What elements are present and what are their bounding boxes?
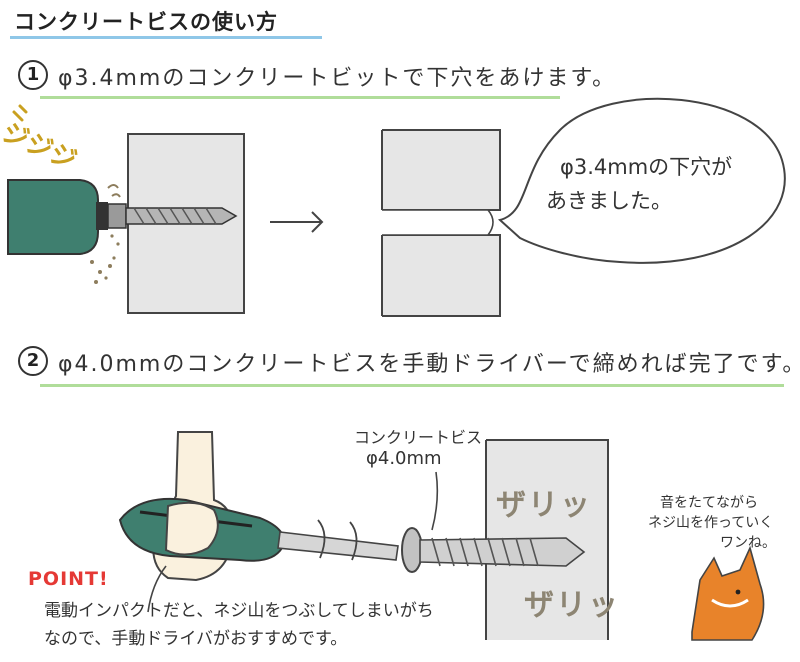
fox-nose xyxy=(735,589,741,595)
drill-bit-flutes xyxy=(133,207,217,225)
screw-label-leader xyxy=(431,471,439,531)
point-leader xyxy=(147,565,167,613)
fox-line-3: ワンね。 xyxy=(720,535,776,551)
screw-sound-1: ザリッ xyxy=(496,488,592,523)
title-underline xyxy=(10,36,322,39)
step-2-text: φ4.0mmのコンクリートビスを手動ドライバーで締めれば完了です。 xyxy=(58,352,800,377)
screw-shank xyxy=(419,537,586,567)
page-title: コンクリートビスの使い方 xyxy=(14,10,278,34)
right-arrow xyxy=(270,211,324,233)
rotation-marks xyxy=(317,519,358,561)
concrete-wall-screw xyxy=(486,439,609,640)
step-1-number: 1 xyxy=(18,60,48,90)
screw-head xyxy=(401,527,423,573)
screw-label-size: φ4.0mm xyxy=(366,448,442,469)
step-2-number: 2 xyxy=(18,346,48,376)
pilot-hole xyxy=(382,209,494,236)
drill-body xyxy=(7,179,99,255)
dust-flecks xyxy=(107,184,121,198)
step-2-underline xyxy=(40,384,784,387)
point-label: POINT! xyxy=(28,568,109,590)
screw-threads xyxy=(431,537,539,567)
step-1-underline xyxy=(40,96,560,99)
point-line-2: なので、手動ドライバがおすすめです。 xyxy=(44,629,348,649)
screw-label-name: コンクリートビス xyxy=(354,428,483,447)
screwdriver-shaft xyxy=(277,531,399,561)
vibration-marks xyxy=(12,104,28,122)
concrete-dust xyxy=(90,234,120,284)
step-1-text: φ3.4mmのコンクリートビットで下穴をあけます。 xyxy=(58,66,617,91)
drill-chuck xyxy=(96,202,108,230)
point-line-1: 電動インパクトだと、ネジ山をつぶしてしまいがち xyxy=(44,601,434,621)
drill-collar xyxy=(107,203,127,229)
bubble-line-2: あきました。 xyxy=(546,189,672,213)
bubble-line-1: φ3.4mmの下穴が xyxy=(560,155,733,179)
fox-line-2: ネジ山を作っていく xyxy=(648,515,774,531)
screw-sound-2: ザリッ xyxy=(524,588,620,623)
fox-line-1: 音をたてながら xyxy=(660,495,758,511)
speech-bubble xyxy=(497,97,786,264)
fox-icon xyxy=(691,545,765,641)
